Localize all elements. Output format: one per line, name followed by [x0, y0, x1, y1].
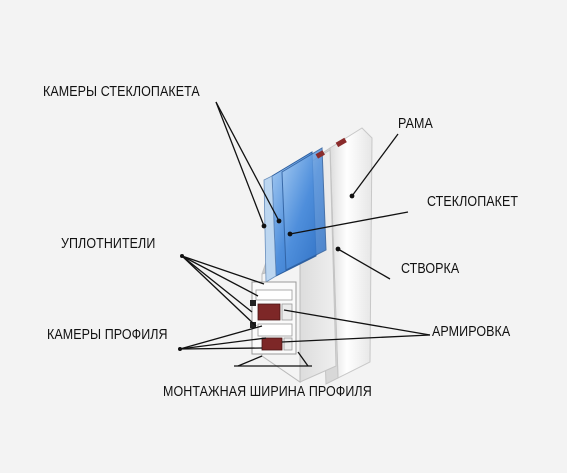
top-seals-shape: [315, 137, 347, 159]
label-glass-unit: СТЕКЛОПАКЕТ: [427, 194, 519, 210]
label-glass-unit-chambers: КАМЕРЫ СТЕКЛОПАКЕТА: [43, 84, 200, 100]
leader-frame: [351, 133, 399, 197]
label-reinforcement: АРМИРОВКА: [432, 324, 511, 340]
glass-unit-shape: [263, 147, 327, 283]
leader-profile-chambers-3: [179, 347, 263, 350]
leader-glass-chambers-1: [215, 101, 265, 227]
leader-profile-chambers-2: [179, 337, 267, 350]
leader-seals-4: [181, 255, 257, 327]
label-seals: УПЛОТНИТЕЛИ: [61, 236, 156, 252]
label-frame: РАМА: [398, 116, 433, 132]
label-sash: СТВОРКА: [401, 261, 460, 277]
mounting-width-tick-left: [237, 355, 263, 367]
mounting-width-tick-right: [297, 351, 309, 367]
leader-sash: [337, 248, 391, 280]
leader-profile-chambers-1: [179, 325, 263, 350]
profile-section-shape: [250, 281, 297, 355]
leader-reinforcement-2: [281, 334, 431, 343]
leader-lines: [179, 101, 431, 367]
leader-dots: [178, 193, 355, 351]
leader-seals-1: [181, 255, 265, 285]
leader-seals-2: [181, 255, 259, 297]
leader-seals-3: [181, 255, 253, 313]
label-mounting-width: МОНТАЖНАЯ ШИРИНА ПРОФИЛЯ: [163, 384, 372, 400]
leader-glass-unit: [289, 211, 409, 235]
leader-reinforcement-1: [283, 309, 431, 336]
leader-glass-chambers-2: [215, 101, 280, 222]
label-profile-chambers: КАМЕРЫ ПРОФИЛЯ: [47, 327, 168, 343]
